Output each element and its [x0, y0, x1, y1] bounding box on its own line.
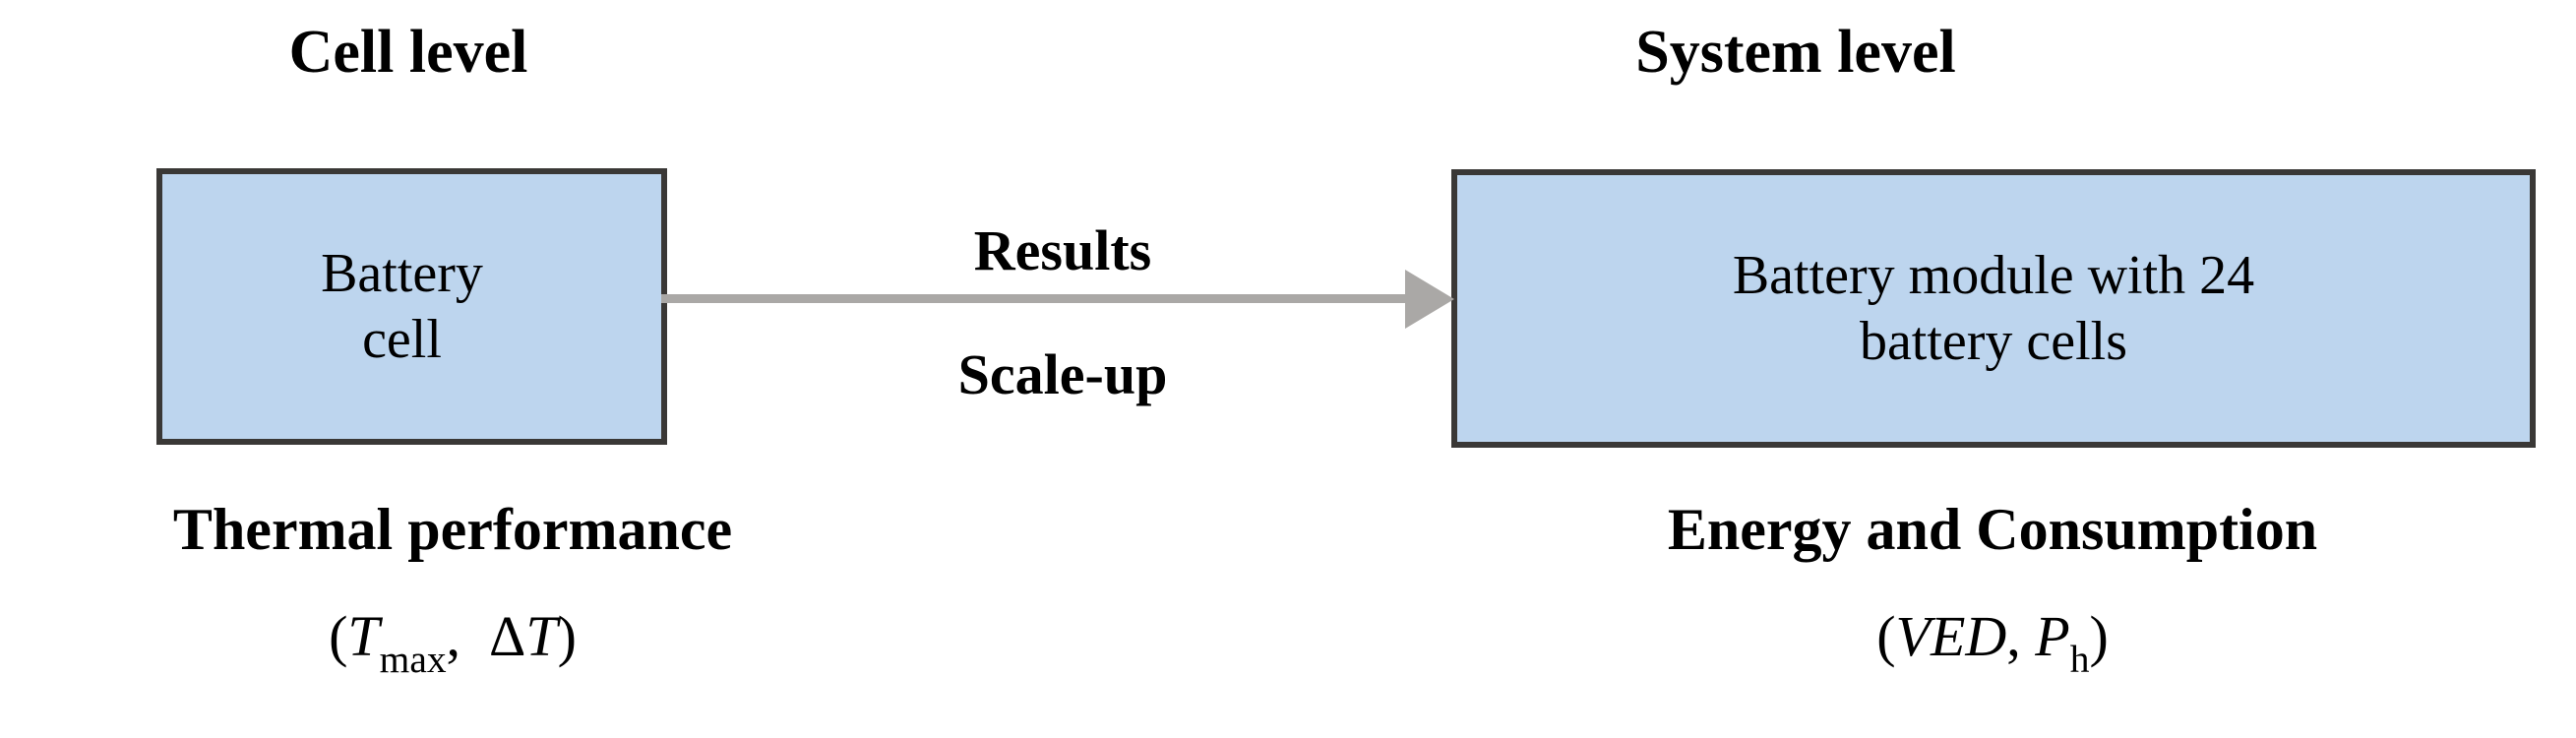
heading-cell-level: Cell level [288, 19, 528, 86]
arrow-label-scale-up: Scale-up [957, 342, 1168, 406]
formula-right-open-paren: ( [1876, 604, 1896, 668]
box-battery-cell[interactable]: Battery cell [156, 168, 667, 445]
formula-energy-metrics: (VED, Ph) [1456, 608, 2529, 679]
heading-system-level: System level [1635, 19, 1956, 86]
formula-left-subscript-max: max [379, 637, 447, 681]
formula-left-close-paren: ) [557, 604, 577, 668]
formula-thermal-metrics: (Tmax, ΔT) [0, 608, 905, 679]
formula-right-subscript-h: h [2069, 637, 2090, 681]
caption-energy-and-consumption: Energy and Consumption [1667, 497, 2318, 562]
connector-arrow-line [661, 294, 1411, 303]
caption-thermal-performance: Thermal performance [172, 497, 733, 562]
connector-arrow-head-icon [1405, 270, 1454, 329]
formula-left-symbol-delta-t: T [525, 604, 558, 668]
box-battery-module-label: Battery module with 24 battery cells [1732, 245, 2255, 372]
formula-left-open-paren: ( [329, 604, 348, 668]
box-battery-module[interactable]: Battery module with 24 battery cells [1451, 169, 2536, 448]
formula-right-symbol-ved: VED [1895, 604, 2007, 668]
box-battery-cell-label: Battery cell [321, 243, 483, 370]
formula-right-close-paren: ) [2089, 604, 2109, 668]
arrow-label-results: Results [973, 218, 1152, 282]
formula-right-separator: , [2006, 604, 2021, 668]
formula-right-symbol-p: P [2035, 604, 2070, 668]
formula-left-delta-symbol: Δ [489, 604, 526, 668]
formula-left-symbol-t: T [347, 604, 380, 668]
formula-left-separator: , [446, 604, 461, 668]
